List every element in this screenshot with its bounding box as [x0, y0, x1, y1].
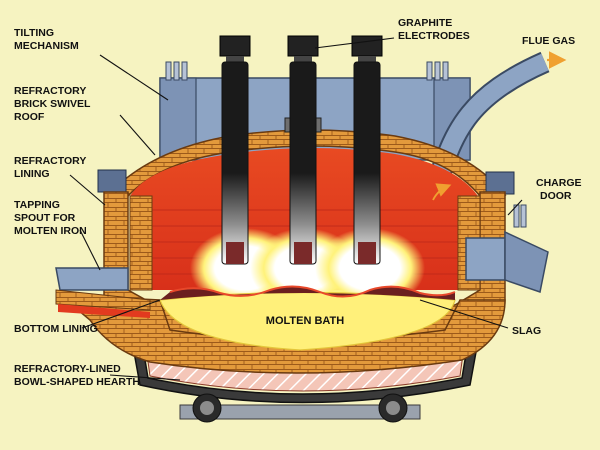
roof-ring-right: [485, 171, 515, 195]
label-flue-gas: FLUE GAS: [522, 35, 575, 47]
label-graphite-electrodes: GRAPHITE ELECTRODES: [398, 17, 470, 42]
electrode-left: [219, 35, 251, 265]
flue-draft-arrow: [432, 183, 452, 201]
slag-layer: [160, 286, 455, 300]
label-refractory-lined-hearth: REFRACTORY-LINED BOWL-SHAPED HEARTH: [14, 363, 140, 388]
tapping-spout: [55, 267, 151, 318]
label-tilting-mechanism: TILTING MECHANISM: [14, 27, 79, 52]
electrode-center: [287, 35, 319, 265]
label-charge-door: CHARGE DOOR: [536, 177, 584, 202]
rocker-rollers: [179, 393, 421, 423]
label-slag: SLAG: [512, 325, 541, 337]
graphite-electrodes: [219, 35, 383, 265]
label-tapping-spout: TAPPING SPOUT FOR MOLTEN IRON: [14, 199, 87, 237]
charge-door: [465, 204, 549, 293]
label-bottom-lining: BOTTOM LINING: [14, 323, 98, 335]
label-refractory-lining: REFRACTORY LINING: [14, 155, 89, 180]
left-inner-lining: [129, 195, 153, 291]
leader-lines: [69, 37, 523, 381]
electrode-right: [351, 35, 383, 265]
label-molten-bath: MOLTEN BATH: [266, 315, 344, 327]
roof-ring-left: [97, 169, 127, 193]
label-refractory-brick-swivel-roof: REFRACTORY BRICK SWIVEL ROOF: [14, 85, 93, 123]
